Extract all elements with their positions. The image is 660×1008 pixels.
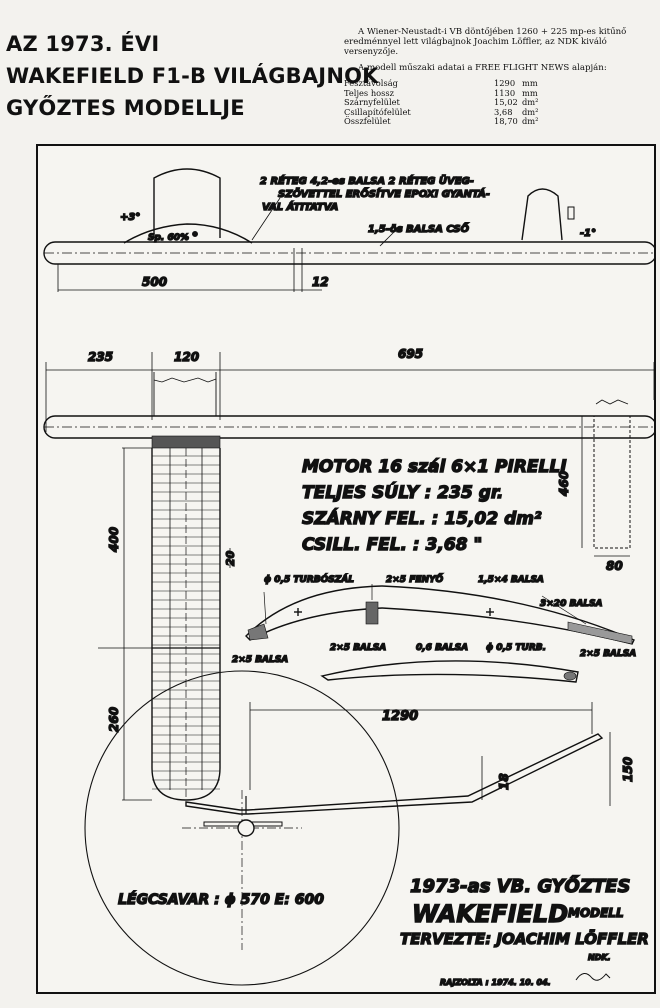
title-block-designer: TERVEZTE: JOACHIM LÖFFLER [400,929,649,948]
spec-row: Szárnyfelület 15,02 dm² [344,97,539,108]
spec-value: 15,02 [494,97,518,107]
spec-value: 3,68 [494,106,513,117]
spec-table: Fesztávolság 1290 mm Teljes hossz 1130 mm Sz… [344,78,539,127]
plan-drawing: 2 RÉTEG 4,2-es BALSA 2 RÉTEG ÜVEG- SZÖVE… [43,168,657,988]
dim-18: 18 [497,773,511,790]
side-view [43,168,657,292]
spec-row: Teljes hossz 1130 mm [344,87,539,99]
source-paragraph: A modell műszaki adatai a FREE FLIGHT NE… [358,63,607,73]
spec-unit: dm² [522,97,539,107]
note-layers-2: SZÖVETTEL ERŐSÍTVE EPOXI GYANTÁ- [278,186,490,200]
wing-area-line: SZÁRNY FEL. : 15,02 dm² [302,507,542,529]
spec-unit: mm [522,78,538,88]
spec-value: 1290 [494,78,516,88]
propeller-spec: LÉGCSAVAR : ϕ 570 E: 600 [118,891,324,908]
title-block-wakefield: WAKEFIELD [412,900,568,928]
dim-150: 150 [621,757,635,782]
article-title: AZ 1973. ÉVI WAKEFIELD F1-B VILÁGBAJNOK … [6,28,379,124]
wing-section [245,584,635,683]
dim-80: 80 [606,559,623,573]
spec-label: Fesztávolság [344,78,398,88]
profile-percent: Sp. 60% [148,233,189,243]
dim-400: 400 [107,527,121,553]
wing-root-block [151,435,221,449]
plan-drawing-sheet: 2 RÉTEG 4,2-es BALSA 2 RÉTEG ÜVEG- SZÖVE… [36,144,657,994]
title-block-model: MODELL [568,906,624,920]
dim-500: 500 [142,275,167,289]
title-block-year: 1973-as VB. GYŐZTES [410,875,630,897]
spec-unit: dm² [522,116,539,126]
wing-ribs [152,455,220,790]
dim-20: 20 [224,550,237,566]
side-fin [521,188,563,241]
label-balsa2x5-c: 2×5 BALSA [580,649,636,659]
dim-260: 260 [107,707,121,732]
spec-row: Fesztávolság 1290 mm [344,78,539,89]
spec-row: Összfelület 18,70 dm² [344,116,539,127]
angle-rear: -1° [580,228,596,239]
drafter-signature [575,973,611,981]
weight-line: TELJES SÚLY : 235 gr. [302,481,503,503]
front-view [84,670,611,986]
intro-paragraph: A Wiener-Neustadt-i VB döntőjében 1260 +… [344,27,627,57]
dim-1290: 1290 [382,709,418,724]
motor-line: MOTOR 16 szál 6×1 PIRELLI [302,457,567,477]
angle-front: +3° [120,212,140,223]
spec-label: Összfelület [344,116,391,126]
note-layers-3: VAL ÁTITATVA [262,200,338,213]
spec-value: 18,70 [494,116,518,126]
label-balsa2x5-b: 2×5 BALSA [330,643,386,653]
spec-label: Csillapítófelület [344,106,411,117]
label-turbo-top: ϕ 0,5 TURBÓSZÁL [264,573,354,585]
title-line-2: WAKEFIELD F1-B VILÁGBAJNOK [6,64,379,88]
label-balsa15: 1,5×4 BALSA [478,575,544,585]
label-turbo-bottom: ϕ 0,5 TURB. [486,643,546,653]
dim-235: 235 [88,350,113,364]
title-line-1: AZ 1973. ÉVI [6,32,160,56]
spec-label: Szárnyfelület [344,97,400,107]
note-layers-1: 2 RÉTEG 4,2-es BALSA 2 RÉTEG ÜVEG- [260,173,474,187]
stabilizer-top [593,415,631,549]
intro-column: A Wiener-Neustadt-i VB döntőjében 1260 +… [344,27,660,127]
dim-695: 695 [398,347,423,361]
label-balsa06: 0,6 BALSA [416,643,468,653]
wing-root-profile [123,223,253,244]
dim-120: 120 [174,350,199,364]
side-pylon [153,168,221,238]
label-spar: 2×5 FENYŐ [386,574,444,585]
title-line-3: GYŐZTES MODELLJE [6,96,245,120]
title-block-country: NDK. [588,953,611,962]
spec-unit: dm² [522,106,539,117]
title-block-drawn: RAJZOLTA : 1974. 10. 04. [440,978,551,987]
dim-12: 12 [312,275,329,289]
dim-460: 460 [557,471,571,497]
label-balsa2x5-a: 2×5 BALSA [232,655,288,665]
front-wing [185,733,604,815]
spec-unit: mm [522,87,538,98]
spec-label: Teljes hossz [344,87,395,98]
spec-row: Csillapítófelület 3,68 dm² [344,106,539,118]
note-tube: 1,5-ös BALSA CSŐ [368,221,470,235]
stab-section [320,660,579,683]
propeller-disc [84,670,400,986]
label-balsa3x20: 3×20 BALSA [540,599,603,609]
stab-area-line: CSILL. FEL. : 3,68 " [302,535,482,555]
spec-value: 1130 [494,87,516,98]
